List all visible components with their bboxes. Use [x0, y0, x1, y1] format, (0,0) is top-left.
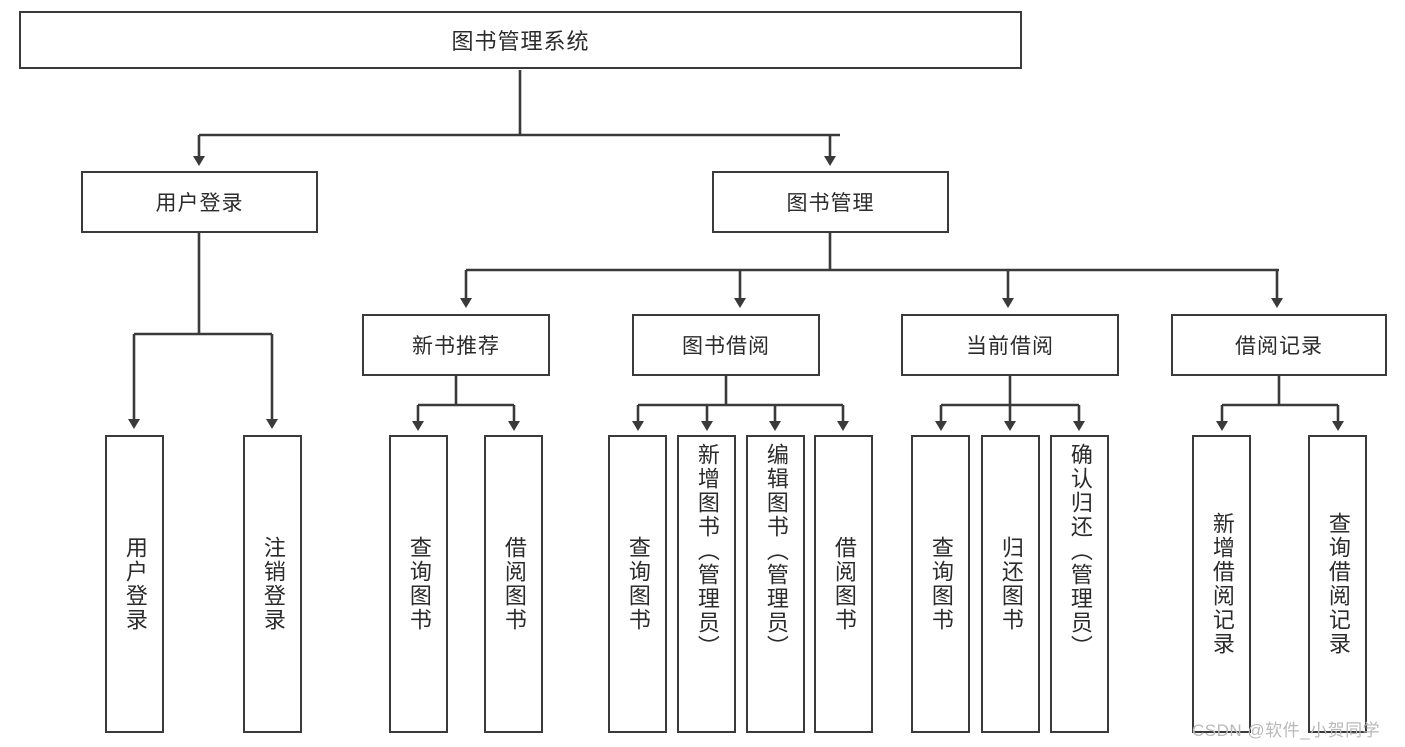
node-label: 用户登录	[122, 536, 148, 632]
node-label: 借阅图书	[501, 536, 527, 632]
leaf-logout[interactable]: 注销登录	[243, 435, 302, 733]
node-label: 图书借阅	[682, 335, 770, 358]
leaf-add-borrow-record[interactable]: 新增借阅记录	[1192, 435, 1251, 733]
leaf-user-login[interactable]: 用户登录	[105, 435, 164, 733]
node-label: 用户登录	[155, 192, 244, 215]
node-label: 新增图书（管理员）	[694, 443, 720, 659]
node-label: 归还图书	[998, 536, 1024, 632]
node-label: 当前借阅	[966, 335, 1054, 358]
node-label: 图书管理系统	[451, 29, 590, 54]
node-label: 查询图书	[625, 536, 651, 632]
node-label: 借阅记录	[1235, 335, 1323, 358]
node-label: 确认归还（管理员）	[1067, 443, 1093, 659]
node-root-book-management-system[interactable]: 图书管理系统	[19, 11, 1022, 69]
leaf-edit-book-admin[interactable]: 编辑图书（管理员）	[746, 435, 805, 733]
node-label: 借阅图书	[831, 536, 857, 632]
node-book-borrow[interactable]: 图书借阅	[632, 314, 820, 376]
node-label: 查询借阅记录	[1325, 512, 1351, 656]
node-current-borrow[interactable]: 当前借阅	[901, 314, 1119, 376]
leaf-confirm-return-admin[interactable]: 确认归还（管理员）	[1050, 435, 1109, 733]
leaf-query-borrow-record[interactable]: 查询借阅记录	[1308, 435, 1367, 733]
leaf-return-book[interactable]: 归还图书	[981, 435, 1040, 733]
leaf-borrow-book-recommend[interactable]: 借阅图书	[484, 435, 543, 733]
node-label: 新增借阅记录	[1209, 512, 1235, 656]
leaf-query-book-recommend[interactable]: 查询图书	[389, 435, 448, 733]
node-label: 查询图书	[406, 536, 432, 632]
node-label: 注销登录	[260, 536, 286, 632]
node-new-book-recommend[interactable]: 新书推荐	[362, 314, 550, 376]
node-label: 新书推荐	[412, 335, 500, 358]
leaf-add-book-admin[interactable]: 新增图书（管理员）	[677, 435, 736, 733]
node-user-login[interactable]: 用户登录	[81, 171, 318, 233]
leaf-query-book-borrow[interactable]: 查询图书	[608, 435, 667, 733]
node-borrow-record[interactable]: 借阅记录	[1171, 314, 1387, 376]
node-label: 编辑图书（管理员）	[763, 443, 789, 659]
watermark-text: CSDN @软件_小贺同学	[1192, 721, 1381, 740]
leaf-borrow-book[interactable]: 借阅图书	[814, 435, 873, 733]
node-label: 图书管理	[786, 192, 875, 215]
leaf-query-book-current[interactable]: 查询图书	[911, 435, 970, 733]
node-book-management[interactable]: 图书管理	[712, 171, 949, 233]
node-label: 查询图书	[928, 536, 954, 632]
